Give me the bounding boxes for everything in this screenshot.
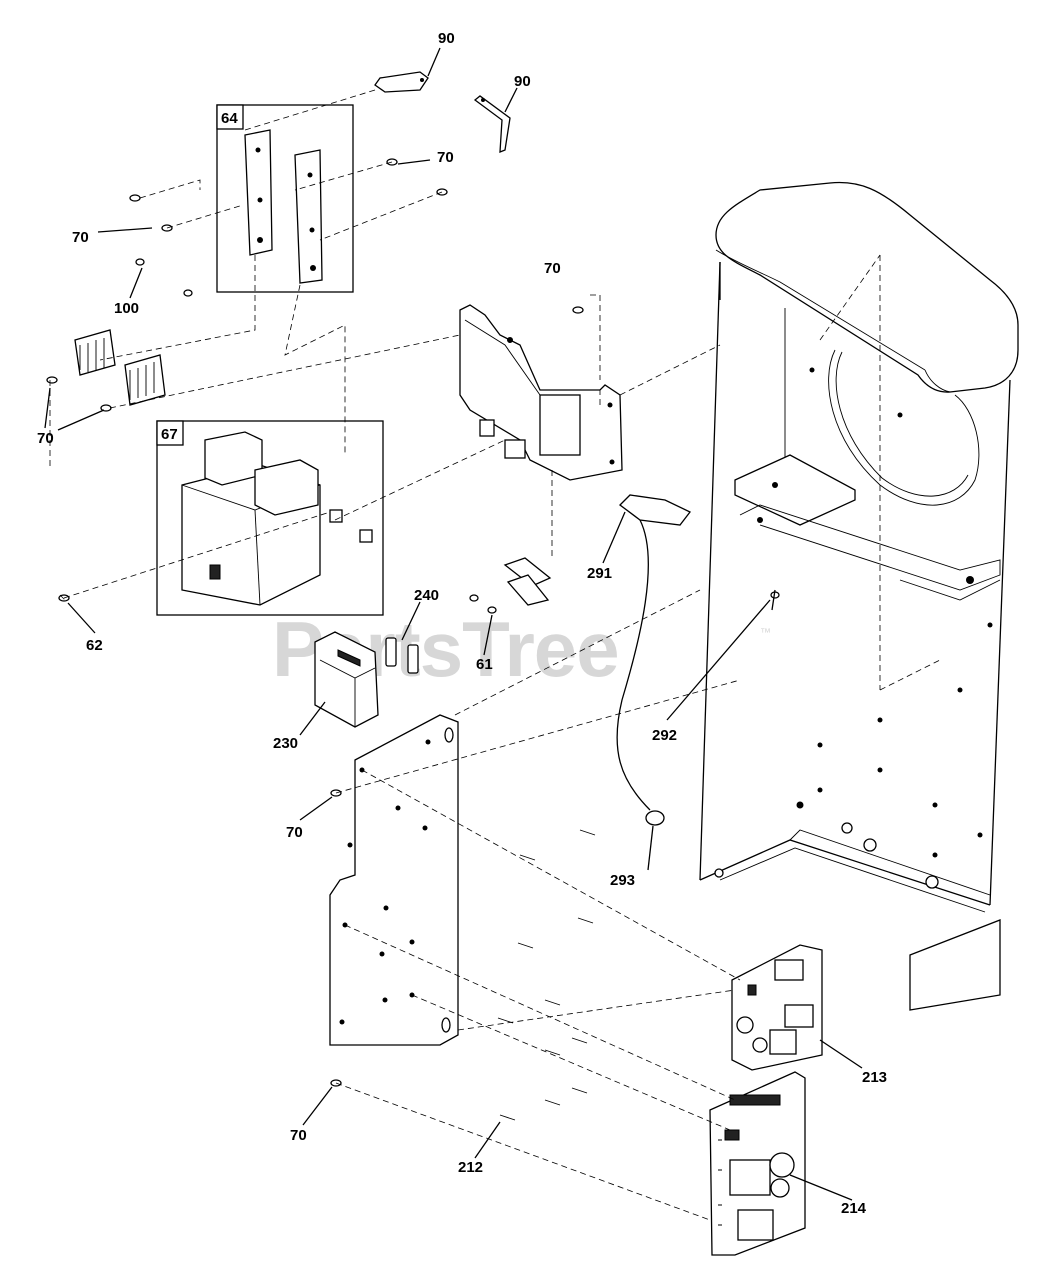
callout-70d: 70 xyxy=(37,430,54,447)
enclosure-housing[interactable] xyxy=(699,181,1019,1011)
callout-90b: 90 xyxy=(514,73,531,90)
connector-clip[interactable] xyxy=(503,557,552,606)
fuses[interactable] xyxy=(385,637,419,674)
leader-lines xyxy=(44,47,863,1201)
callout-70b: 70 xyxy=(72,229,89,246)
screw-292[interactable] xyxy=(771,589,776,611)
ground-wire[interactable] xyxy=(616,494,692,826)
fuse-holder[interactable] xyxy=(314,631,379,728)
circuit-board-213[interactable] xyxy=(731,944,823,1071)
terminal-lug-90b[interactable] xyxy=(473,95,511,153)
callout-240: 240 xyxy=(414,587,439,604)
callout-90a: 90 xyxy=(438,30,455,47)
box-67-label: 67 xyxy=(161,426,178,443)
screws-group xyxy=(46,158,780,1087)
callout-293: 293 xyxy=(610,872,635,889)
callout-62: 62 xyxy=(86,637,103,654)
callout-213: 213 xyxy=(862,1069,887,1086)
terminal-lug-90a[interactable] xyxy=(374,71,429,93)
callout-70e: 70 xyxy=(286,824,303,841)
callout-230: 230 xyxy=(273,735,298,752)
callout-70f: 70 xyxy=(290,1127,307,1144)
callout-labels: 90 90 70 70 100 70 70 62 240 61 230 291 … xyxy=(37,30,887,1217)
back-panel[interactable] xyxy=(329,714,459,1046)
callout-292: 292 xyxy=(652,727,677,744)
callout-291: 291 xyxy=(587,565,612,582)
box-64-contact-assembly[interactable]: 64 xyxy=(216,104,354,293)
heat-sink-right[interactable] xyxy=(124,354,166,406)
callout-61: 61 xyxy=(476,656,493,673)
box-67-contactor[interactable]: 67 xyxy=(156,420,384,616)
heat-sink-left[interactable] xyxy=(74,329,116,376)
watermark-trademark: ™ xyxy=(760,627,771,639)
callout-212: 212 xyxy=(458,1159,483,1176)
explode-lines xyxy=(49,89,881,1221)
standoffs xyxy=(497,829,596,1121)
callout-100: 100 xyxy=(114,300,139,317)
callout-214: 214 xyxy=(841,1200,867,1217)
callout-70a: 70 xyxy=(437,149,454,166)
circuit-board-214[interactable] xyxy=(709,1071,806,1256)
mounting-bracket-plate[interactable] xyxy=(459,294,623,560)
callout-70c: 70 xyxy=(544,260,561,277)
box-64-label: 64 xyxy=(221,110,238,127)
